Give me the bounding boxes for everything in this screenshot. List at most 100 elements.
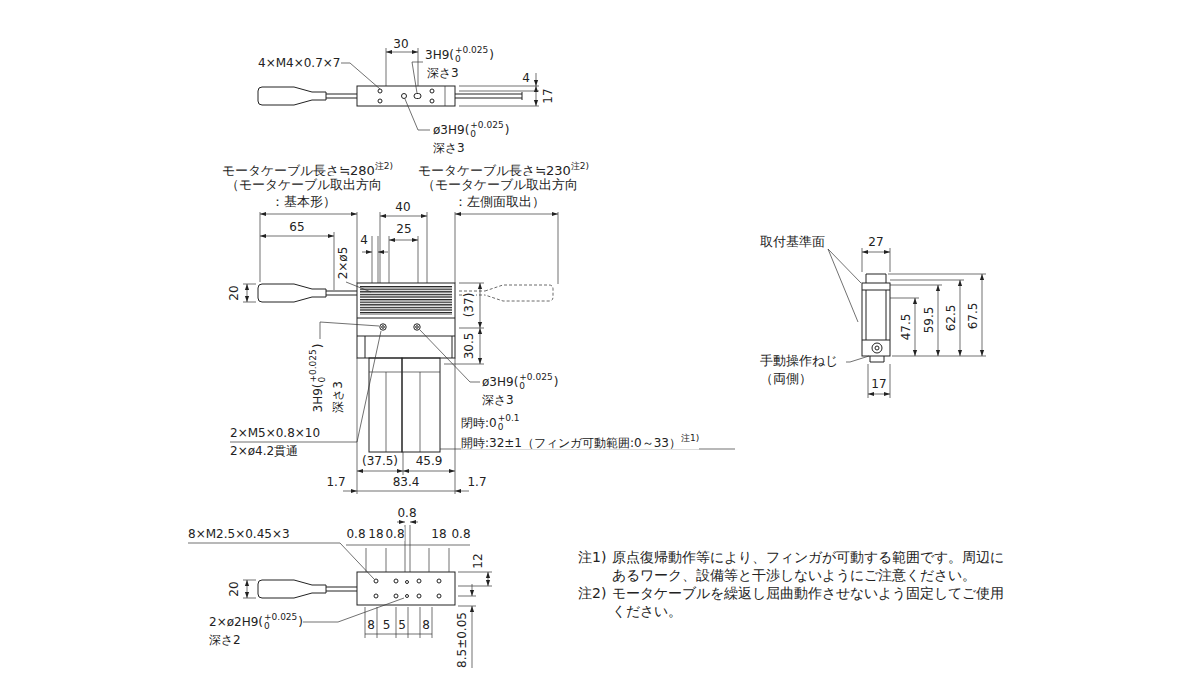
label-group: 59.5 [922, 307, 936, 334]
label-group: 0.8 [451, 527, 470, 541]
tolerance-stack: +0.10 [498, 414, 520, 432]
dimension-line [915, 298, 916, 356]
label-group: 深さ3 [482, 393, 514, 407]
dimension-line [397, 522, 405, 523]
dimension-line [982, 274, 983, 356]
note-ref: 注2) [375, 161, 393, 171]
dimension-line [389, 240, 418, 241]
dimension-text: 3H9( [311, 384, 325, 413]
dimension-line [480, 328, 481, 364]
label-group: 0.8 [346, 527, 365, 541]
tapped-hole [437, 579, 441, 583]
label-group: 25 [396, 222, 411, 236]
dimension-text: 8.5±0.05 [455, 612, 469, 668]
manual-screw [872, 343, 882, 353]
label-group: 2×ø5 [336, 247, 350, 280]
dimension-line [472, 584, 473, 596]
label-group: 2×M5×0.8×10 [230, 426, 320, 440]
label-group: 3H9(+0.0250) [309, 344, 327, 413]
dimension-text: 18 [368, 527, 383, 541]
pin-hole [402, 94, 407, 99]
dimension-line [357, 471, 403, 472]
tolerance-value: +0.1 [498, 414, 520, 423]
label-group: 深さ3 [433, 141, 465, 155]
dimension-line [357, 491, 455, 492]
label-group: 深さ3 [427, 66, 459, 80]
tolerance-stack: +0.0250 [455, 46, 488, 64]
label-group: 0.8 [397, 506, 416, 520]
label-group: 1.7 [326, 475, 345, 489]
label-group: 2×ø4.2貫通 [230, 444, 298, 458]
tolerance-value: +0.025 [264, 613, 297, 622]
dimension-line [536, 86, 537, 106]
dimension-text: ) [489, 48, 494, 62]
label-group: 8 [422, 618, 430, 632]
dimension-text: 5 [398, 618, 406, 632]
dimension-line [260, 236, 334, 237]
label-group: 40 [395, 200, 410, 214]
dimension-line [378, 252, 388, 253]
dimension-text: 25 [396, 222, 411, 236]
label-group: 17 [871, 377, 886, 391]
leader-line [332, 62, 430, 130]
dimension-text: 30 [393, 37, 408, 51]
tapped-hole [378, 89, 382, 93]
label-group: 手動操作ねじ （両側） [760, 352, 843, 388]
tolerance-value: +0.025 [309, 349, 318, 382]
label-group: 30 [393, 37, 408, 51]
tapped-hole [394, 579, 398, 583]
label-group: 1.7 [467, 475, 486, 489]
dimension-text: 8 [367, 618, 375, 632]
label-group: 8 [367, 618, 375, 632]
body-edge [862, 274, 890, 362]
pin-hole [414, 324, 420, 330]
dimension-text: 30.5 [462, 333, 476, 360]
dimension-text: 27 [868, 235, 883, 249]
leader-line [188, 543, 404, 622]
label-group: 5 [398, 618, 406, 632]
motor-cable [326, 94, 357, 98]
dimension-text: 47.5 [899, 314, 913, 341]
dimension-text: 0.8 [397, 506, 416, 520]
dimension-line [862, 252, 890, 253]
dimension-text: 65 [289, 220, 304, 234]
label-group: （モータケーブル取出方向 ：基本形） [222, 176, 386, 210]
body-edge [445, 86, 446, 106]
dimension-text: 手動操作ねじ （両側） [760, 353, 838, 386]
tolerance-value: 0 [470, 130, 503, 139]
dimension-text: ø3H9( [433, 123, 469, 137]
dimension-text: ) [298, 615, 303, 629]
dimension-text: 開時:32±1（フィンガ可動範囲:0～33） [461, 436, 681, 450]
dimension-line [472, 606, 473, 668]
dimension-line [488, 572, 489, 586]
dimension-text: 深さ2 [209, 633, 241, 647]
label-group: 開時:32±1（フィンガ可動範囲:0～33）注1) [461, 431, 699, 450]
tolerance-stack: +0.0250 [309, 349, 327, 382]
dimension-text: （モータケーブル取出方向 ：左側面取出） [422, 177, 578, 209]
dimension-text: 0 [489, 416, 497, 430]
dimension-text: 2×ø2H9( [209, 615, 263, 629]
dimension-line [380, 216, 427, 217]
dimension-line [455, 491, 469, 492]
label-group: 65 [289, 220, 304, 234]
dimension-text: 59.5 [922, 307, 936, 334]
dimension-text: 12 [471, 553, 485, 568]
dimension-line [480, 283, 481, 328]
label-group: 4×M4×0.7×7 [258, 56, 341, 70]
dimension-text: 8 [422, 618, 430, 632]
dimension-line [247, 284, 248, 302]
label-group: 0.8 [385, 527, 404, 541]
pin-hole [416, 326, 419, 329]
dimension-text: 0.8 [451, 527, 470, 541]
finger-lines [455, 92, 522, 100]
tapped-hole [430, 99, 434, 103]
dimension-text: 45.9 [416, 454, 443, 468]
tolerance-stack: +0.0250 [519, 373, 552, 391]
dimension-text: 注1) [578, 549, 606, 565]
manual-screw [875, 346, 879, 350]
dimension-text: 4 [522, 71, 530, 85]
dimension-text: (37) [462, 293, 476, 318]
label-group: 取付基準面 [760, 235, 825, 249]
label-group: （モータケーブル取出方向 ：左側面取出） [418, 176, 582, 210]
